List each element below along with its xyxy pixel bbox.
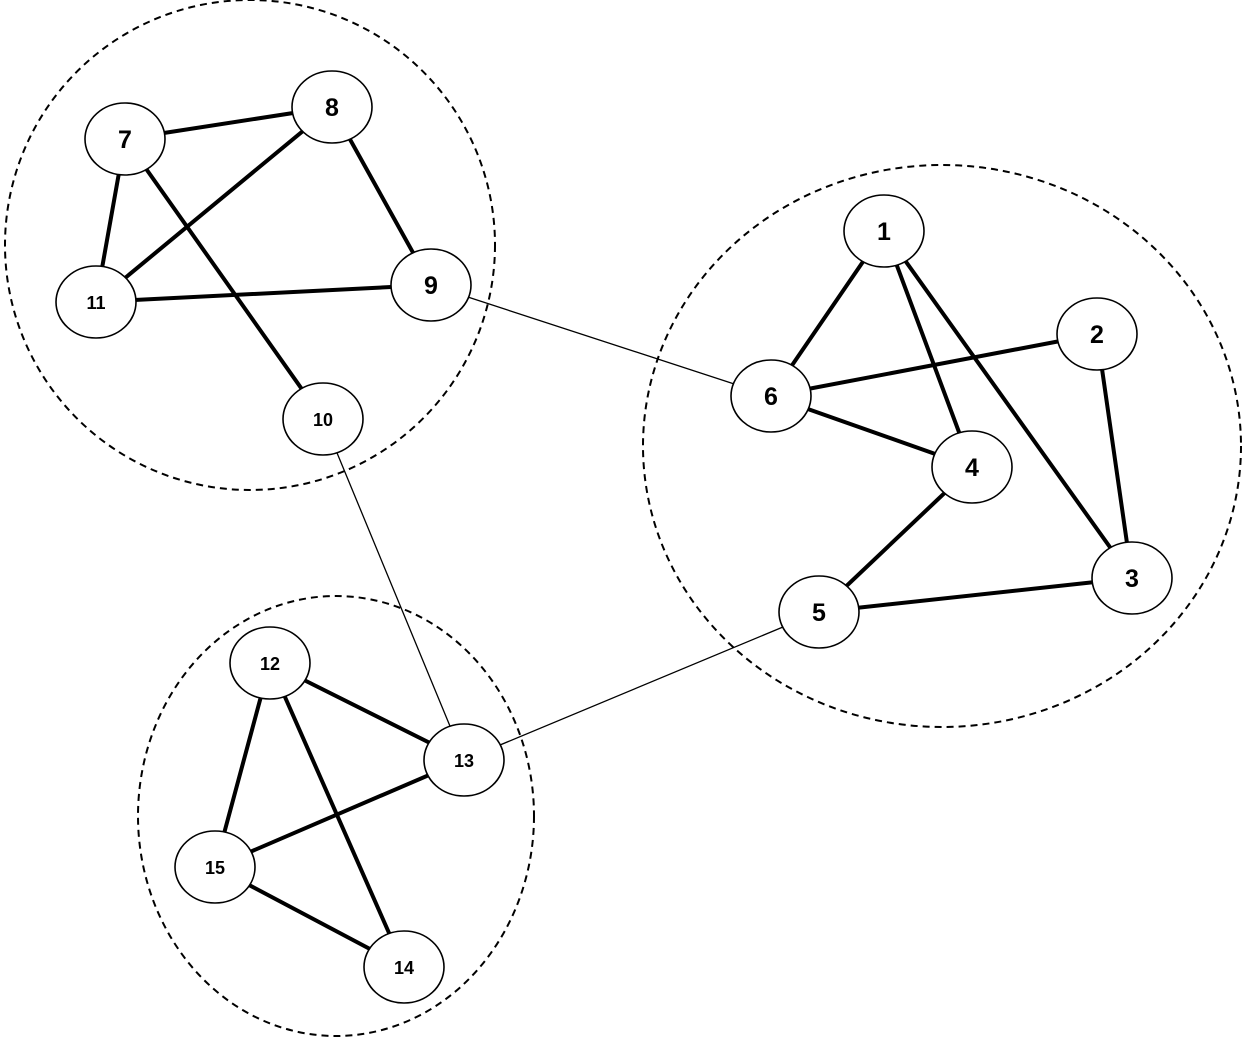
node-8: 8: [291, 70, 373, 144]
node-label: 10: [313, 410, 333, 430]
cluster-bottom-left: [137, 595, 535, 1037]
bridge-edge-9-6: [430, 284, 772, 397]
node-label: 1: [877, 218, 891, 246]
node-label: 15: [205, 858, 225, 878]
node-label: 13: [454, 751, 474, 771]
node-13: 13: [423, 723, 505, 797]
edge-2-3: [1095, 332, 1134, 580]
edge-1-3: [882, 229, 1134, 580]
edge-1-4: [882, 229, 974, 469]
edge-6-2: [769, 332, 1099, 398]
edge-5-3: [817, 576, 1134, 614]
node-circle: [55, 265, 137, 339]
node-label: 2: [1090, 321, 1104, 349]
node-12: 12: [229, 626, 311, 700]
edge-13-15: [213, 758, 466, 869]
node-circle: [1056, 297, 1138, 371]
node-label: 5: [812, 599, 826, 627]
cluster-top-left: [4, 0, 496, 491]
node-label: 3: [1125, 565, 1139, 593]
cluster-right: [642, 164, 1242, 728]
edge-7-10: [123, 137, 325, 421]
node-1: 1: [843, 194, 925, 268]
node-circle: [174, 830, 256, 904]
bridge-edge-13-5: [463, 611, 820, 761]
edges-layer: [94, 105, 1134, 969]
node-label: 14: [394, 958, 414, 978]
node-label: 6: [764, 383, 778, 411]
node-circle: [229, 626, 311, 700]
node-6: 6: [730, 359, 812, 433]
node-circle: [423, 723, 505, 797]
bridge-edge-10-13: [322, 418, 465, 761]
node-7: 7: [84, 102, 166, 176]
node-circle: [84, 102, 166, 176]
node-11: 11: [55, 265, 137, 339]
node-3: 3: [1091, 541, 1173, 615]
node-circle: [843, 194, 925, 268]
node-circle: [778, 575, 860, 649]
edge-8-11: [94, 105, 334, 304]
node-10: 10: [282, 382, 364, 456]
clusters-layer: [4, 0, 1242, 1037]
node-circle: [363, 930, 445, 1004]
node-5: 5: [778, 575, 860, 649]
node-circle: [931, 430, 1013, 504]
edge-11-9: [94, 283, 433, 304]
node-label: 7: [118, 126, 132, 154]
node-label: 12: [260, 654, 280, 674]
node-4: 4: [931, 430, 1013, 504]
node-label: 9: [424, 272, 438, 300]
node-circle: [282, 382, 364, 456]
node-14: 14: [363, 930, 445, 1004]
node-circle: [390, 248, 472, 322]
node-9: 9: [390, 248, 472, 322]
node-circle: [291, 70, 373, 144]
node-2: 2: [1056, 297, 1138, 371]
node-label: 8: [325, 94, 339, 122]
node-label: 4: [965, 454, 979, 482]
node-15: 15: [174, 830, 256, 904]
node-circle: [730, 359, 812, 433]
node-label: 11: [86, 293, 105, 313]
node-circle: [1091, 541, 1173, 615]
